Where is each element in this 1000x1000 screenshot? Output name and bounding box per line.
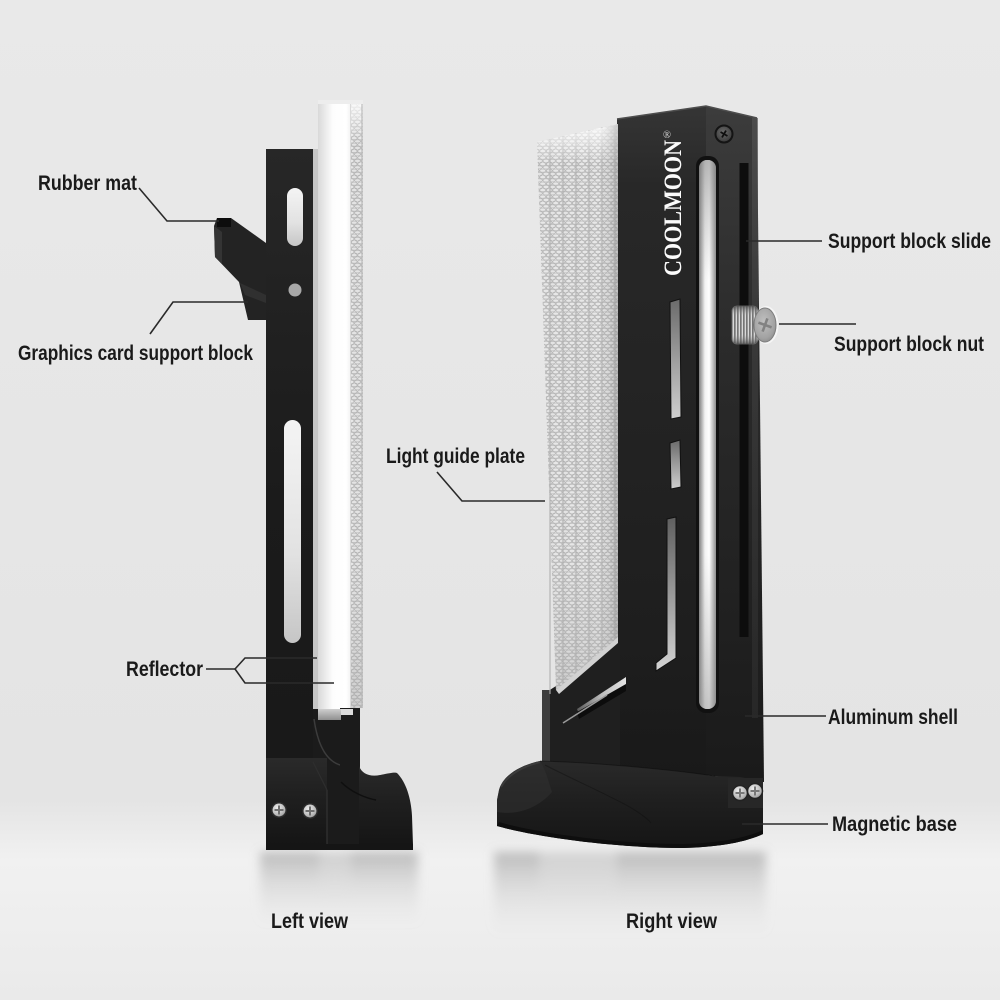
svg-text:Aluminum shell: Aluminum shell	[828, 706, 958, 729]
svg-text:Rubber mat: Rubber mat	[38, 172, 137, 195]
svg-text:COOLMOON: COOLMOON	[658, 139, 687, 276]
svg-text:Graphics card support block: Graphics card support block	[18, 342, 253, 365]
svg-text:Light guide plate: Light guide plate	[386, 445, 525, 468]
svg-text:®: ®	[663, 130, 671, 141]
svg-text:Left view: Left view	[271, 910, 349, 933]
svg-text:Support block nut: Support block nut	[834, 333, 984, 356]
svg-text:Magnetic base: Magnetic base	[832, 813, 957, 836]
svg-text:Support block slide: Support block slide	[828, 230, 991, 253]
svg-text:Right view: Right view	[626, 910, 718, 933]
svg-text:Reflector: Reflector	[126, 658, 203, 681]
